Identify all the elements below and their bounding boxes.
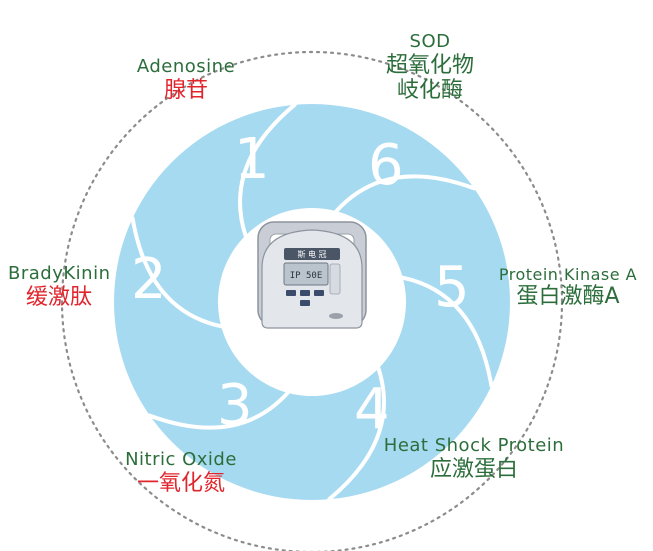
label-adenosine: Adenosine 腺苷 — [126, 57, 246, 103]
label-pka-zh: 蛋白激酶A — [488, 284, 648, 309]
segment-number-1: 1 — [234, 127, 270, 192]
label-nitric-oxide-zh: 一氧化氮 — [118, 471, 244, 496]
segment-number-4: 4 — [354, 377, 390, 442]
label-adenosine-en: Adenosine — [126, 57, 246, 78]
label-bradykinin: BradyKinin 缓激肽 — [8, 264, 110, 310]
label-heat-shock-protein: Heat Shock Protein 应激蛋白 — [376, 436, 572, 482]
device-screen-text: IP 50E — [290, 271, 323, 281]
label-sod: SOD 超氧化物 岐化酶 — [370, 32, 490, 103]
device-brand-text: 斯 电 冠 — [297, 249, 326, 259]
label-bradykinin-en: BradyKinin — [8, 264, 110, 285]
label-bradykinin-zh: 缓激肽 — [8, 285, 110, 310]
label-nitric-oxide-en: Nitric Oxide — [118, 450, 244, 471]
label-sod-en: SOD — [370, 32, 490, 53]
label-nitric-oxide: Nitric Oxide 一氧化氮 — [118, 450, 244, 496]
label-adenosine-zh: 腺苷 — [126, 78, 246, 103]
medical-device-icon: 斯 电 冠 IP 50E — [258, 222, 366, 328]
label-sod-zh: 超氧化物 — [370, 53, 490, 78]
label-sod-zh-line2: 岐化酶 — [370, 78, 490, 103]
segment-number-3: 3 — [217, 373, 253, 438]
label-pka-en: Protein Kinase A — [488, 266, 648, 284]
segment-number-6: 6 — [368, 133, 404, 198]
segment-number-5: 5 — [434, 255, 470, 320]
label-heat-shock-zh: 应激蛋白 — [376, 457, 572, 482]
label-protein-kinase-a: Protein Kinase A 蛋白激酶A — [488, 266, 648, 310]
label-heat-shock-en: Heat Shock Protein — [376, 436, 572, 457]
segment-number-2: 2 — [131, 247, 167, 312]
